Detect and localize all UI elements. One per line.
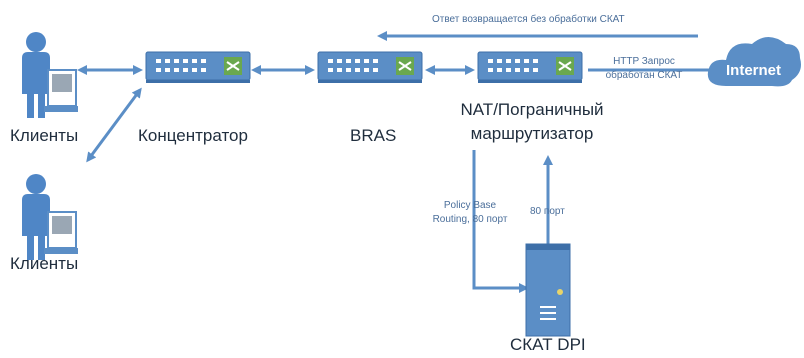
http-note-line2: обработан СКАТ bbox=[605, 70, 683, 81]
link-pbr-to-dpi bbox=[472, 150, 529, 293]
nat-router-label-line1: NAT/Пограничный bbox=[460, 100, 604, 119]
link-clients-bottom-hub bbox=[86, 87, 142, 163]
http-note-line1: HTTP Запрос bbox=[613, 56, 675, 67]
port80-note: 80 порт bbox=[530, 206, 565, 217]
server-tower-icon bbox=[525, 243, 571, 337]
dpi-label: СКАТ DPI bbox=[510, 335, 586, 354]
nat-router-label-line2: маршрутизатор bbox=[470, 124, 594, 143]
clients-bottom-label: Клиенты bbox=[10, 254, 79, 273]
hub-label: Концентратор bbox=[138, 126, 248, 145]
nat-router-switch bbox=[477, 51, 583, 83]
bras-label: BRAS bbox=[350, 126, 397, 145]
user-at-computer-icon bbox=[22, 32, 78, 118]
clients-top-label: Клиенты bbox=[10, 126, 79, 145]
cloud-icon bbox=[707, 37, 801, 87]
pbr-note-line2: Routing, 80 порт bbox=[432, 214, 508, 225]
user-at-computer-icon bbox=[22, 174, 78, 260]
connections bbox=[77, 31, 721, 293]
return-path-note: Ответ возвращается без обработки СКАТ bbox=[432, 14, 625, 25]
hub-switch bbox=[145, 51, 251, 83]
internet-label: Internet bbox=[726, 62, 782, 79]
pbr-note-line1: Policy Base bbox=[443, 200, 497, 211]
bras-switch bbox=[317, 51, 423, 83]
